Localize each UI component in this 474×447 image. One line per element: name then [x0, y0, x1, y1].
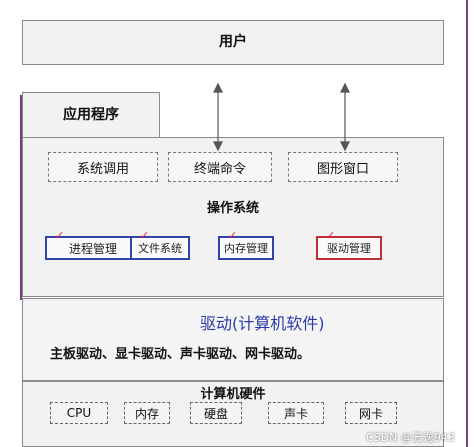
module-filesystem-label: 文件系统 [138, 242, 182, 255]
module-process: 进程管理 [45, 236, 141, 260]
watermark: CSDN @云逸943 [366, 431, 455, 444]
module-process-label: 进程管理 [68, 241, 117, 256]
check-mark-icon: ✓ [228, 229, 238, 242]
hw-disk: 硬盘 [190, 402, 242, 424]
module-driver-label: 驱动管理 [327, 242, 371, 255]
hw-cpu: CPU [50, 402, 108, 424]
driver-list: 主板驱动、显卡驱动、声卡驱动、网卡驱动。 [50, 347, 311, 362]
check-mark-icon: ✓ [55, 229, 65, 242]
left-border-line [20, 95, 22, 300]
hw-memory-label: 内存 [134, 406, 159, 421]
user-layer: 用户 [22, 20, 444, 65]
arrow-terminal [213, 82, 223, 152]
module-memory: 内存管理 [218, 236, 274, 260]
driver-title: 驱动(计算机软件) [200, 314, 325, 333]
check-mark-icon: ✓ [326, 229, 336, 242]
user-layer-label: 用户 [219, 34, 247, 50]
driver-layer [22, 298, 444, 381]
hw-network: 网卡 [345, 402, 397, 424]
arrows-layer [213, 82, 350, 152]
module-filesystem: 文件系统 [130, 236, 190, 260]
arrow-gui [340, 82, 350, 152]
os-title: 操作系统 [206, 201, 259, 216]
gui-label: 图形窗口 [316, 161, 369, 177]
hw-sound: 声卡 [268, 402, 324, 424]
hw-cpu-label: CPU [66, 406, 92, 420]
hw-disk-label: 硬盘 [203, 406, 228, 421]
module-memory-label: 内存管理 [224, 242, 268, 255]
terminal-box: 终端命令 [168, 152, 272, 182]
app-layer-label: 应用程序 [63, 107, 119, 123]
module-driver: 驱动管理 [316, 236, 382, 260]
gui-box: 图形窗口 [288, 152, 398, 182]
syscall-label: 系统调用 [76, 161, 129, 177]
app-layer: 应用程序 [22, 92, 160, 138]
terminal-label: 终端命令 [193, 161, 246, 177]
right-border-line [466, 0, 468, 447]
syscall-box: 系统调用 [48, 152, 158, 182]
check-mark-icon: ✓ [140, 229, 150, 242]
hw-network-label: 网卡 [358, 406, 383, 421]
hw-memory: 内存 [124, 402, 170, 424]
hw-sound-label: 声卡 [283, 406, 308, 421]
hardware-title: 计算机硬件 [200, 387, 266, 402]
